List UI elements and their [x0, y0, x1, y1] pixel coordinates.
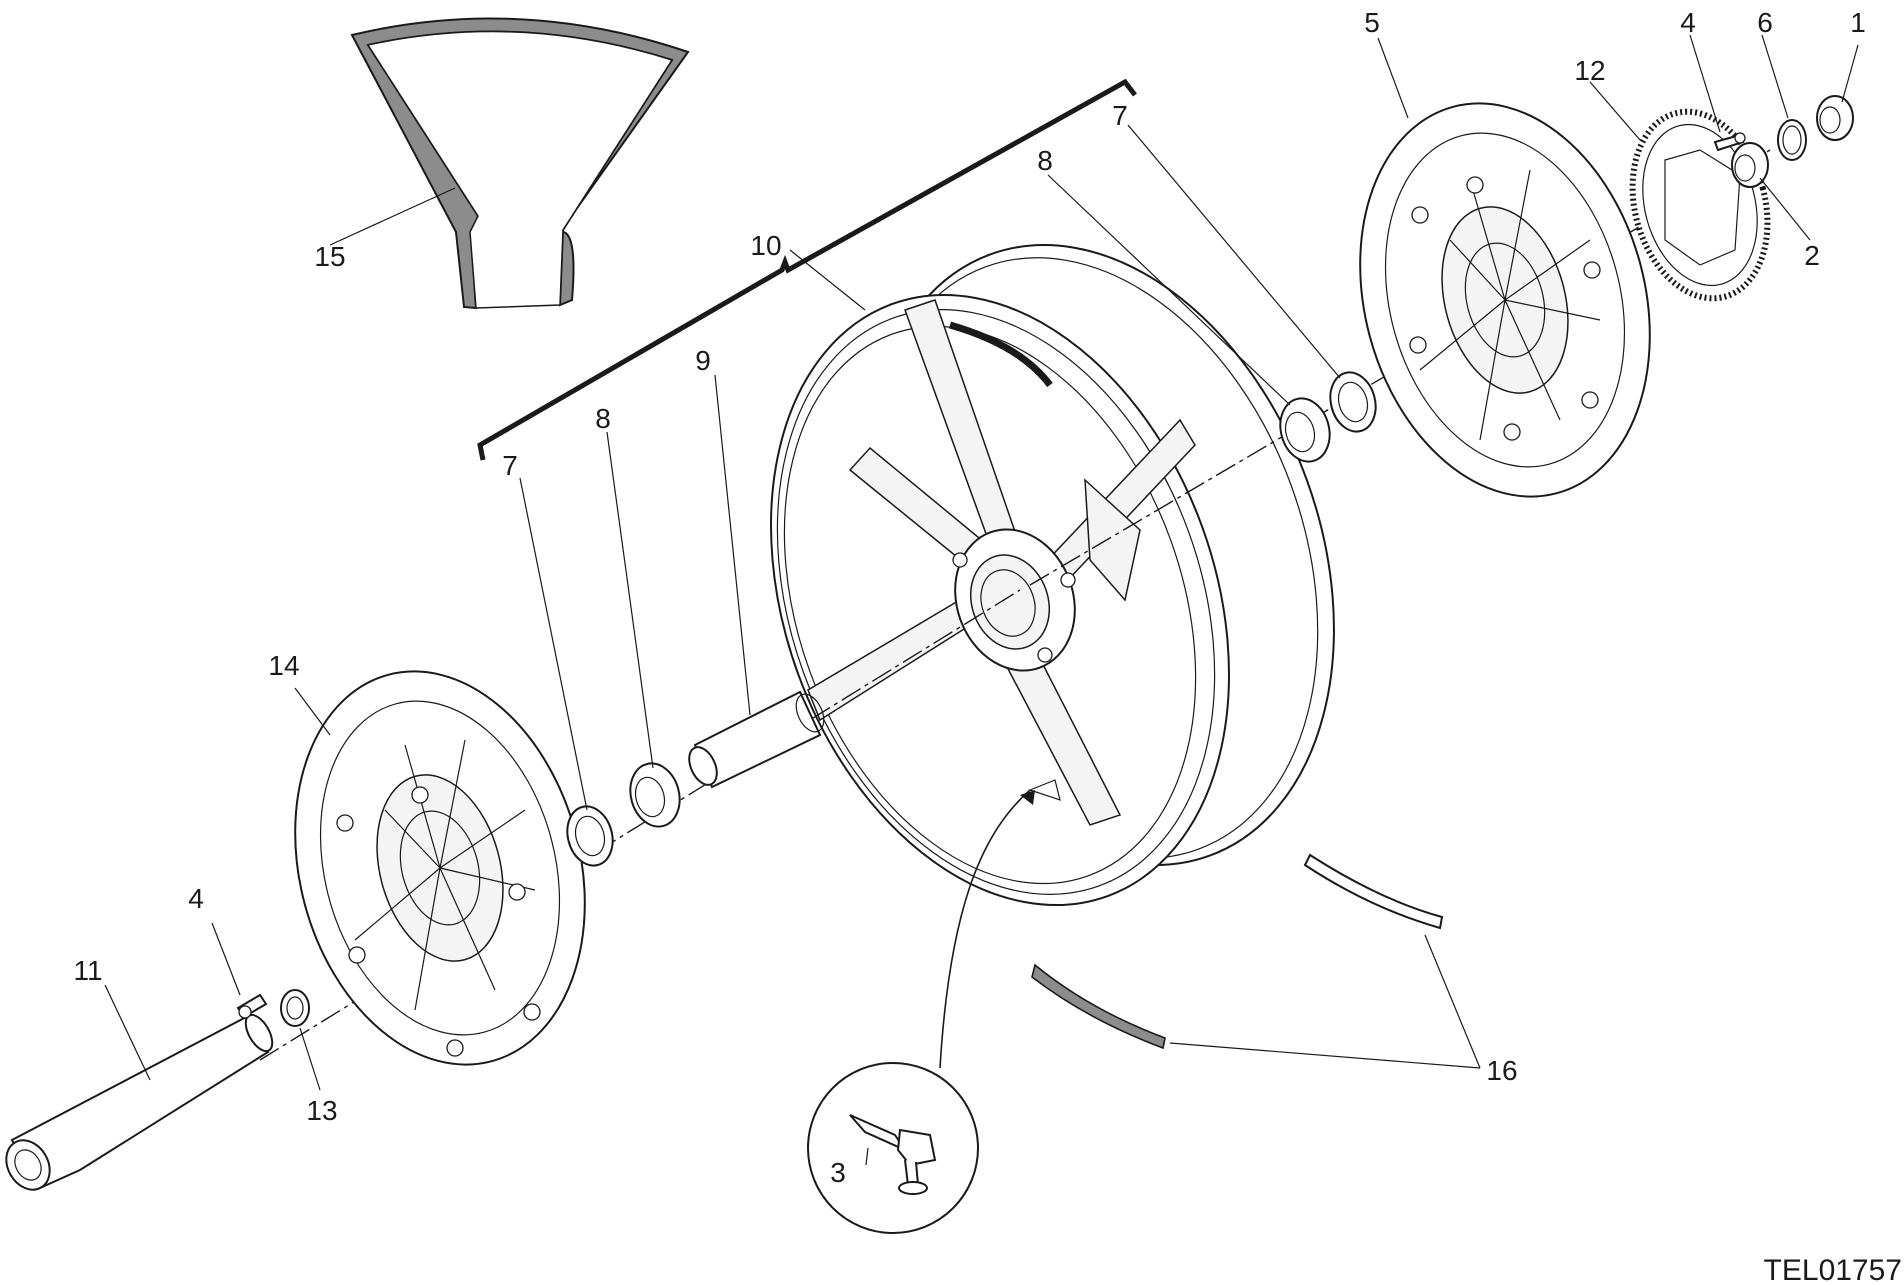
callout-11: 11: [73, 955, 102, 986]
callout-1: 1: [1850, 7, 1866, 38]
callout-7-right: 7: [1112, 100, 1128, 131]
callout-4-bottom: 4: [188, 883, 204, 914]
bearing-seal-spacer-left: [566, 690, 825, 867]
rim-stripe-sticker: [1031, 853, 1444, 1050]
callout-4-top: 4: [1680, 7, 1696, 38]
brake-disc-left: [294, 670, 586, 1066]
axle-nut: [280, 989, 310, 1027]
callout-8-left: 8: [595, 403, 611, 434]
callout-5: 5: [1364, 7, 1380, 38]
valve-detail-inset: [807, 789, 1035, 1234]
callout-7-left: 7: [502, 450, 518, 481]
leader-lines: [104, 34, 1859, 1166]
callout-labels: 1 2 3 4 4 5 6 7 7 8 8 9 10 11 12 13 14 1…: [73, 7, 1865, 1188]
assembly-group-bracket: [477, 78, 1137, 461]
drawing-reference-code: TEL01757: [1764, 1254, 1902, 1285]
callout-13: 13: [306, 1095, 337, 1126]
callout-12: 12: [1574, 55, 1605, 86]
brake-disc-right: [1359, 102, 1651, 498]
callout-3: 3: [830, 1157, 846, 1188]
wheel-rim: [770, 244, 1335, 907]
callout-6: 6: [1757, 7, 1773, 38]
disc-bolt: [236, 993, 268, 1019]
callout-9: 9: [695, 345, 711, 376]
wheel-axle: [5, 1013, 274, 1191]
callout-8-right: 8: [1037, 145, 1053, 176]
rim-guard-sticker: [350, 17, 690, 310]
callout-10: 10: [750, 230, 781, 261]
callout-2: 2: [1804, 240, 1820, 271]
callout-14: 14: [268, 650, 299, 681]
callout-16: 16: [1486, 1055, 1517, 1086]
hardware-top-right: [1713, 95, 1854, 188]
callout-15: 15: [314, 241, 345, 272]
bearing-seal-right: [1279, 371, 1377, 463]
